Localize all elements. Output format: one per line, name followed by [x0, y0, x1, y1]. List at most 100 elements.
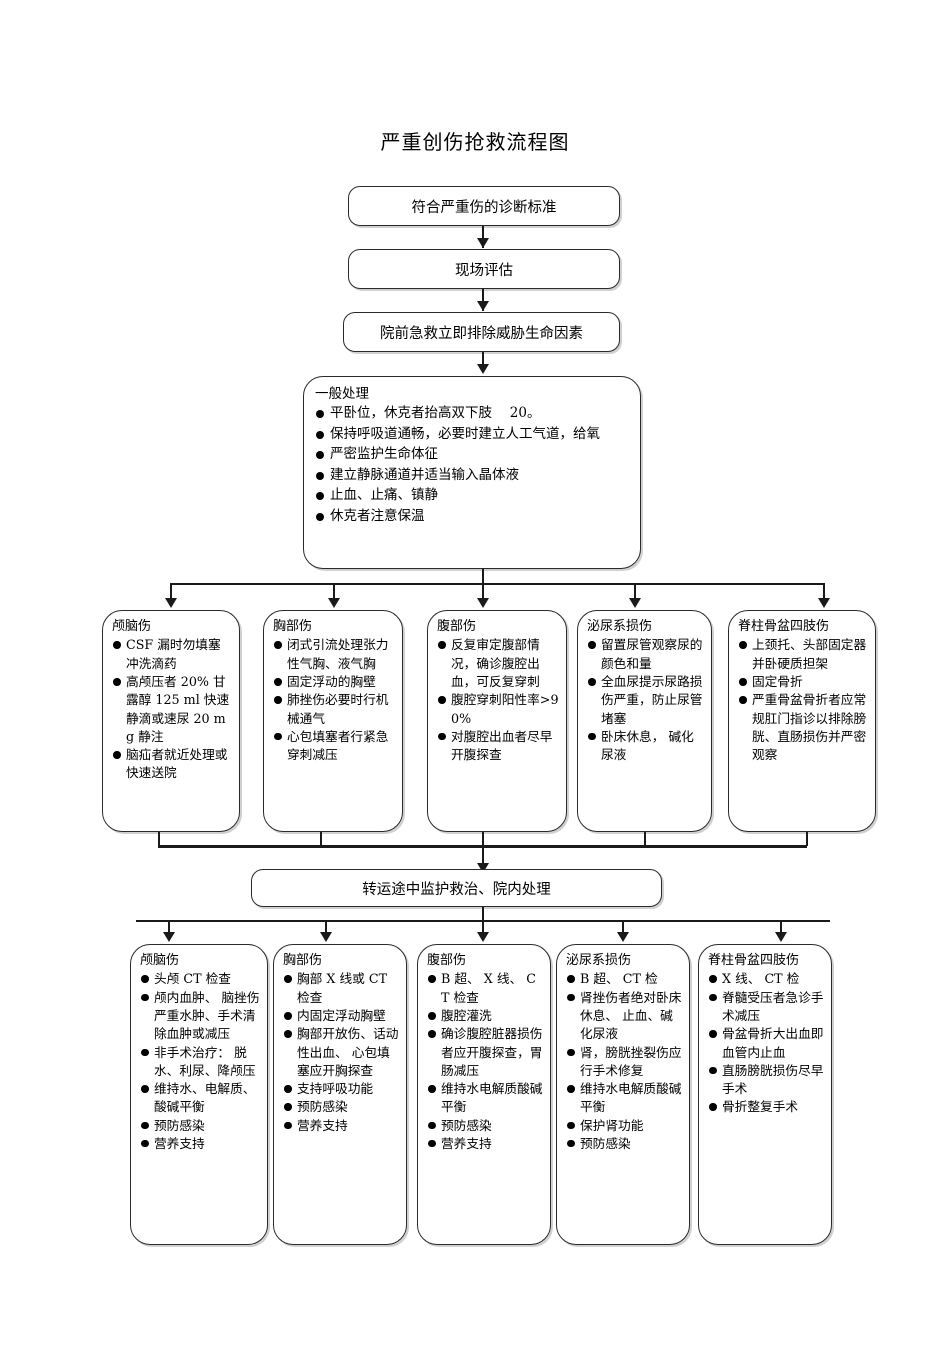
list-item: 固定浮动的胸壁 [273, 673, 396, 691]
list-item: 胸部 X 线或 CT 检查 [283, 970, 400, 1007]
list-item: 止血、止痛、镇静 [315, 486, 630, 506]
arrow-criteria-to-assessment [477, 238, 489, 248]
branch-abdominal-list: 反复审定腹部情况，确诊腹腔出血，可反复穿刺 腹腔穿刺阳性率>90% 对腹腔出血者… [437, 636, 560, 764]
merge-stem-branch-1 [158, 832, 160, 846]
list-item: B 超、 CT 检 [566, 970, 683, 988]
list-item: 肾，膀胱挫裂伤应行手术修复 [566, 1044, 683, 1081]
branch-chest: 胸部伤 闭式引流处理张力性气胸、液气胸 固定浮动的胸壁 肺挫伤必要时行机械通气 … [263, 610, 403, 832]
arrow-hbranch-5 [775, 932, 787, 942]
arrow-hbranch-1 [163, 932, 175, 942]
arrow-hbranch-4 [617, 932, 629, 942]
hbranch-chest: 胸部伤 胸部 X 线或 CT 检查 内固定浮动胸壁 胸部开放伤、话动性出血、 心… [273, 944, 407, 1245]
stage-scene-assessment: 现场评估 [348, 249, 620, 289]
list-item: 建立静脉通道并适当输入晶体液 [315, 466, 630, 486]
hbranch-spine-pelvis-limb-list: X 线、 CT 检 脊髓受压者急诊手术减压 骨盆骨折大出血即血管内止血 直肠膀胱… [708, 970, 825, 1116]
stage-transport: 转运途中监护救治、院内处理 [251, 869, 662, 907]
branch-craniocerebral-title: 颅脑伤 [112, 619, 152, 634]
arrow-branch-4 [629, 598, 641, 608]
list-item: 维持水电解质酸碱平衡 [427, 1080, 544, 1117]
list-item: 维持水、电解质、酸碱平衡 [140, 1080, 261, 1117]
hbranch-abdominal-list: B 超、 X 线、 CT 检查 腹腔灌洗 确诊腹腔脏器损伤者应开腹探查，胃肠减压… [427, 970, 544, 1153]
list-item: 预防感染 [566, 1135, 683, 1153]
list-item: 肺挫伤必要时行机械通气 [273, 691, 396, 728]
hbranch-chest-title: 胸部伤 [283, 953, 323, 968]
list-item: 维持水电解质酸碱平衡 [566, 1080, 683, 1117]
connector-branch-bus-top [170, 583, 823, 585]
arrow-prehospital-to-general [477, 364, 489, 374]
arrow-branch-3 [477, 598, 489, 608]
list-item: 营养支持 [283, 1117, 400, 1135]
list-item: 保护肾功能 [566, 1117, 683, 1135]
branch-spine-pelvis-limb-title: 脊柱骨盆四肢伤 [738, 619, 830, 634]
hbranch-abdominal-title: 腹部伤 [427, 953, 467, 968]
list-item: 严密监护生命体征 [315, 445, 630, 465]
list-item: 对腹腔出血者尽早开腹探查 [437, 728, 560, 765]
merge-stem-branch-2 [320, 832, 322, 846]
list-item: 卧床休息， 碱化尿液 [587, 728, 705, 765]
connector-bus-to-branch-4 [634, 583, 636, 605]
branch-chest-list: 闭式引流处理张力性气胸、液气胸 固定浮动的胸壁 肺挫伤必要时行机械通气 心包填塞… [273, 636, 396, 764]
list-item: 预防感染 [283, 1098, 400, 1116]
arrow-branch-2 [328, 598, 340, 608]
branch-abdominal: 腹部伤 反复审定腹部情况，确诊腹腔出血，可反复穿刺 腹腔穿刺阳性率>90% 对腹… [427, 610, 567, 832]
panel-general-treatment-title: 一般处理 [315, 386, 369, 402]
arrow-branch-5 [818, 598, 830, 608]
stage-criteria-label: 符合严重伤的诊断标准 [411, 199, 557, 216]
connector-transport-stem [482, 907, 484, 922]
list-item: 骨盆骨折大出血即血管内止血 [708, 1025, 825, 1062]
list-item: 休克者注意保温 [315, 507, 630, 527]
branch-spine-pelvis-limb-list: 上颈托、头部固定器并卧硬质担架 固定骨折 严重骨盆骨折者应常规肛门指诊以排除膀胱… [738, 636, 869, 764]
connector-bus-to-hbranch-3 [482, 920, 484, 938]
list-item: 支持呼吸功能 [283, 1080, 400, 1098]
arrow-assessment-to-prehospital [477, 301, 489, 311]
list-item: 非手术治疗： 脱水、利尿、降颅压 [140, 1044, 261, 1081]
connector-bus-to-branch-3 [482, 583, 484, 605]
connector-bus-to-branch-5 [823, 583, 825, 605]
stage-prehospital: 院前急救立即排除威胁生命因素 [343, 312, 620, 352]
list-item: 上颈托、头部固定器并卧硬质担架 [738, 636, 869, 673]
list-item: 心包填塞者行紧急穿刺减压 [273, 728, 396, 765]
connector-merge-to-transport [482, 847, 484, 871]
branch-craniocerebral: 颅脑伤 CSF 漏时勿填塞冲洗滴药 高颅压者 20% 甘露醇 125 ml 快速… [102, 610, 240, 832]
list-item: 脊髓受压者急诊手术减压 [708, 989, 825, 1026]
branch-abdominal-title: 腹部伤 [437, 619, 477, 634]
stage-transport-label: 转运途中监护救治、院内处理 [362, 881, 551, 898]
list-item: 预防感染 [140, 1117, 261, 1135]
list-item: 闭式引流处理张力性气胸、液气胸 [273, 636, 396, 673]
list-item: 营养支持 [140, 1135, 261, 1153]
arrow-merge-to-transport [477, 863, 489, 873]
connector-criteria-to-assessment [482, 226, 484, 248]
list-item: 反复审定腹部情况，确诊腹腔出血，可反复穿刺 [437, 636, 560, 691]
panel-general-treatment: 一般处理 平卧位，休克者抬高双下肢 20。 保持呼吸道通畅，必要时建立人工气道，… [303, 376, 641, 569]
hbranch-urinary-list: B 超、 CT 检 肾挫伤者绝对卧床休息、 止血、碱化尿液 肾，膀胱挫裂伤应行手… [566, 970, 683, 1153]
merge-stem-branch-3 [482, 832, 484, 846]
branch-craniocerebral-list: CSF 漏时勿填塞冲洗滴药 高颅压者 20% 甘露醇 125 ml 快速静滴或速… [112, 636, 233, 782]
stage-scene-assessment-label: 现场评估 [455, 262, 513, 279]
list-item: 严重骨盆骨折者应常规肛门指诊以排除膀胱、直肠损伤并严密观察 [738, 691, 869, 764]
connector-assessment-to-prehospital [482, 289, 484, 311]
connector-prehospital-to-general [482, 352, 484, 372]
list-item: 颅内血肿、 脑挫伤严重水肿、手术清除血肿或减压 [140, 989, 261, 1044]
hbranch-urinary-title: 泌尿系损伤 [566, 953, 632, 968]
list-item: 腹腔灌洗 [427, 1007, 544, 1025]
list-item: 头颅 CT 检查 [140, 970, 261, 988]
hbranch-chest-list: 胸部 X 线或 CT 检查 内固定浮动胸壁 胸部开放伤、话动性出血、 心包填塞应… [283, 970, 400, 1135]
arrow-hbranch-3 [477, 932, 489, 942]
panel-general-treatment-list: 平卧位，休克者抬高双下肢 20。 保持呼吸道通畅，必要时建立人工气道，给氧 严密… [315, 404, 630, 526]
connector-bus-to-branch-2 [333, 583, 335, 605]
list-item: 内固定浮动胸壁 [283, 1007, 400, 1025]
merge-stem-branch-4 [644, 832, 646, 846]
connector-branch-bus-bottom [158, 845, 807, 848]
hbranch-craniocerebral-title: 颅脑伤 [140, 953, 180, 968]
list-item: 高颅压者 20% 甘露醇 125 ml 快速静滴或速尿 20 mg 静注 [112, 673, 233, 746]
hbranch-abdominal: 腹部伤 B 超、 X 线、 CT 检查 腹腔灌洗 确诊腹腔脏器损伤者应开腹探查，… [417, 944, 551, 1245]
list-item: 确诊腹腔脏器损伤者应开腹探查，胃肠减压 [427, 1025, 544, 1080]
list-item: 骨折整复手术 [708, 1098, 825, 1116]
arrow-hbranch-2 [320, 932, 332, 942]
arrow-branch-1 [165, 598, 177, 608]
branch-urinary: 泌尿系损伤 留置尿管观察尿的颜色和量 全血尿提示尿路损伤严重，防止尿管堵塞 卧床… [577, 610, 712, 832]
page-title: 严重创伤抢救流程图 [380, 130, 570, 154]
list-item: 肾挫伤者绝对卧床休息、 止血、碱化尿液 [566, 989, 683, 1044]
stage-prehospital-label: 院前急救立即排除威胁生命因素 [380, 325, 583, 342]
